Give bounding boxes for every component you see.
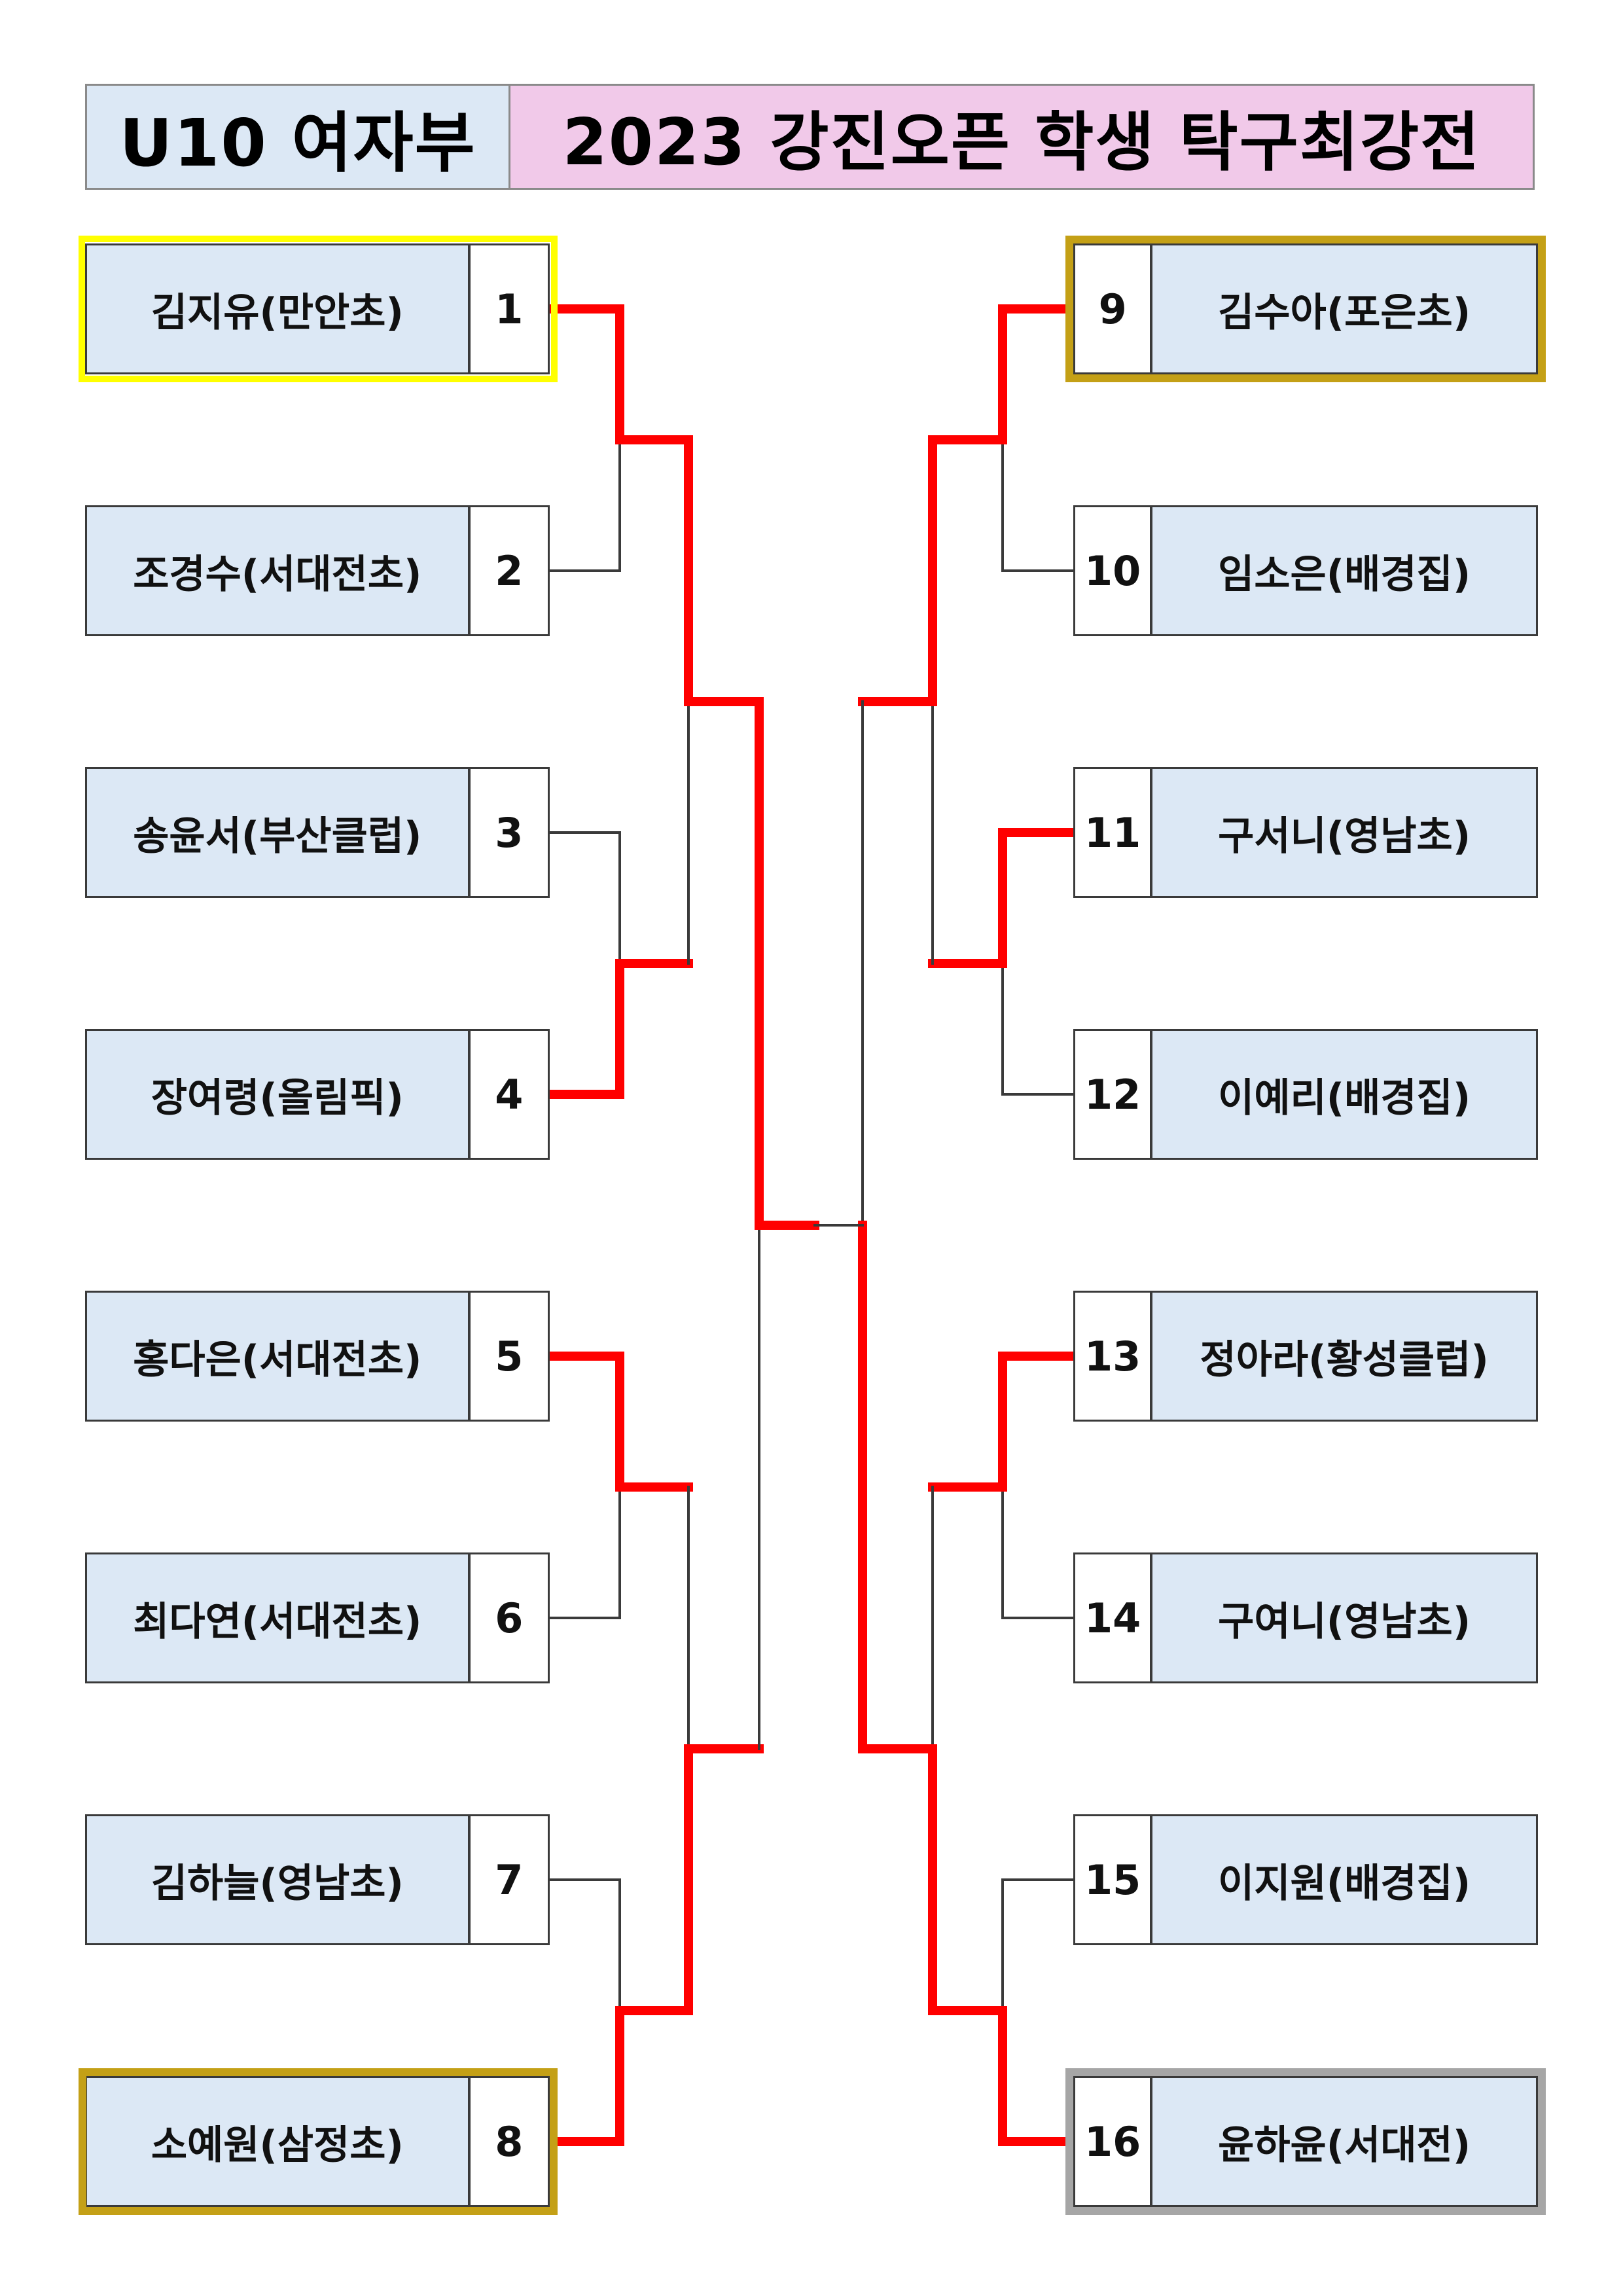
entry-seed-11: 11 구서니(영남초) — [1073, 767, 1538, 898]
seed-number: 7 — [470, 1816, 548, 1943]
seed-number: 16 — [1075, 2078, 1153, 2205]
seed-number: 14 — [1075, 1554, 1153, 1681]
entry-seed-2: 조경수(서대전초) 2 — [85, 505, 550, 636]
seed-number: 10 — [1075, 507, 1153, 634]
player-name: 소예원(삼정초) — [87, 2078, 471, 2205]
seed-number: 2 — [470, 507, 548, 634]
seed-number: 4 — [470, 1031, 548, 1158]
entry-seed-8: 소예원(삼정초) 8 — [85, 2076, 550, 2207]
player-name: 홍다은(서대전초) — [87, 1293, 471, 1420]
entry-seed-16: 16 윤하윤(서대전) — [1073, 2076, 1538, 2207]
entry-seed-10: 10 임소은(배경집) — [1073, 505, 1538, 636]
entry-seed-9: 9 김수아(포은초) — [1073, 243, 1538, 374]
player-name: 정아라(황성클럽) — [1152, 1293, 1536, 1420]
entry-seed-4: 장여령(올림픽) 4 — [85, 1029, 550, 1160]
player-name: 장여령(올림픽) — [87, 1031, 471, 1158]
entry-seed-13: 13 정아라(황성클럽) — [1073, 1291, 1538, 1422]
entry-seed-3: 송윤서(부산클럽) 3 — [85, 767, 550, 898]
player-name: 임소은(배경집) — [1152, 507, 1536, 634]
seed-number: 13 — [1075, 1293, 1153, 1420]
entry-seed-15: 15 이지원(배경집) — [1073, 1814, 1538, 1945]
seed-number: 9 — [1075, 245, 1153, 372]
entry-seed-6: 최다연(서대전초) 6 — [85, 1552, 550, 1683]
player-name: 조경수(서대전초) — [87, 507, 471, 634]
player-name: 이예리(배경집) — [1152, 1031, 1536, 1158]
seed-number: 12 — [1075, 1031, 1153, 1158]
entry-seed-12: 12 이예리(배경집) — [1073, 1029, 1538, 1160]
player-name: 구서니(영남초) — [1152, 769, 1536, 896]
seed-number: 6 — [470, 1554, 548, 1681]
player-name: 김하늘(영남초) — [87, 1816, 471, 1943]
player-name: 이지원(배경집) — [1152, 1816, 1536, 1943]
entry-seed-7: 김하늘(영남초) 7 — [85, 1814, 550, 1945]
player-name: 윤하윤(서대전) — [1152, 2078, 1536, 2205]
entry-seed-1: 김지유(만안초) 1 — [85, 243, 550, 374]
player-name: 최다연(서대전초) — [87, 1554, 471, 1681]
entry-seed-5: 홍다은(서대전초) 5 — [85, 1291, 550, 1422]
seed-number: 8 — [470, 2078, 548, 2205]
player-name: 송윤서(부산클럽) — [87, 769, 471, 896]
seed-number: 1 — [470, 245, 548, 372]
entry-seed-14: 14 구여니(영남초) — [1073, 1552, 1538, 1683]
player-name: 김지유(만안초) — [87, 245, 471, 372]
seed-number: 3 — [470, 769, 548, 896]
player-name: 김수아(포은초) — [1152, 245, 1536, 372]
seed-number: 15 — [1075, 1816, 1153, 1943]
player-name: 구여니(영남초) — [1152, 1554, 1536, 1681]
event-title: 2023 강진오픈 학생 탁구최강전 — [508, 84, 1535, 190]
category-title: U10 여자부 — [85, 84, 510, 190]
seed-number: 11 — [1075, 769, 1153, 896]
seed-number: 5 — [470, 1293, 548, 1420]
